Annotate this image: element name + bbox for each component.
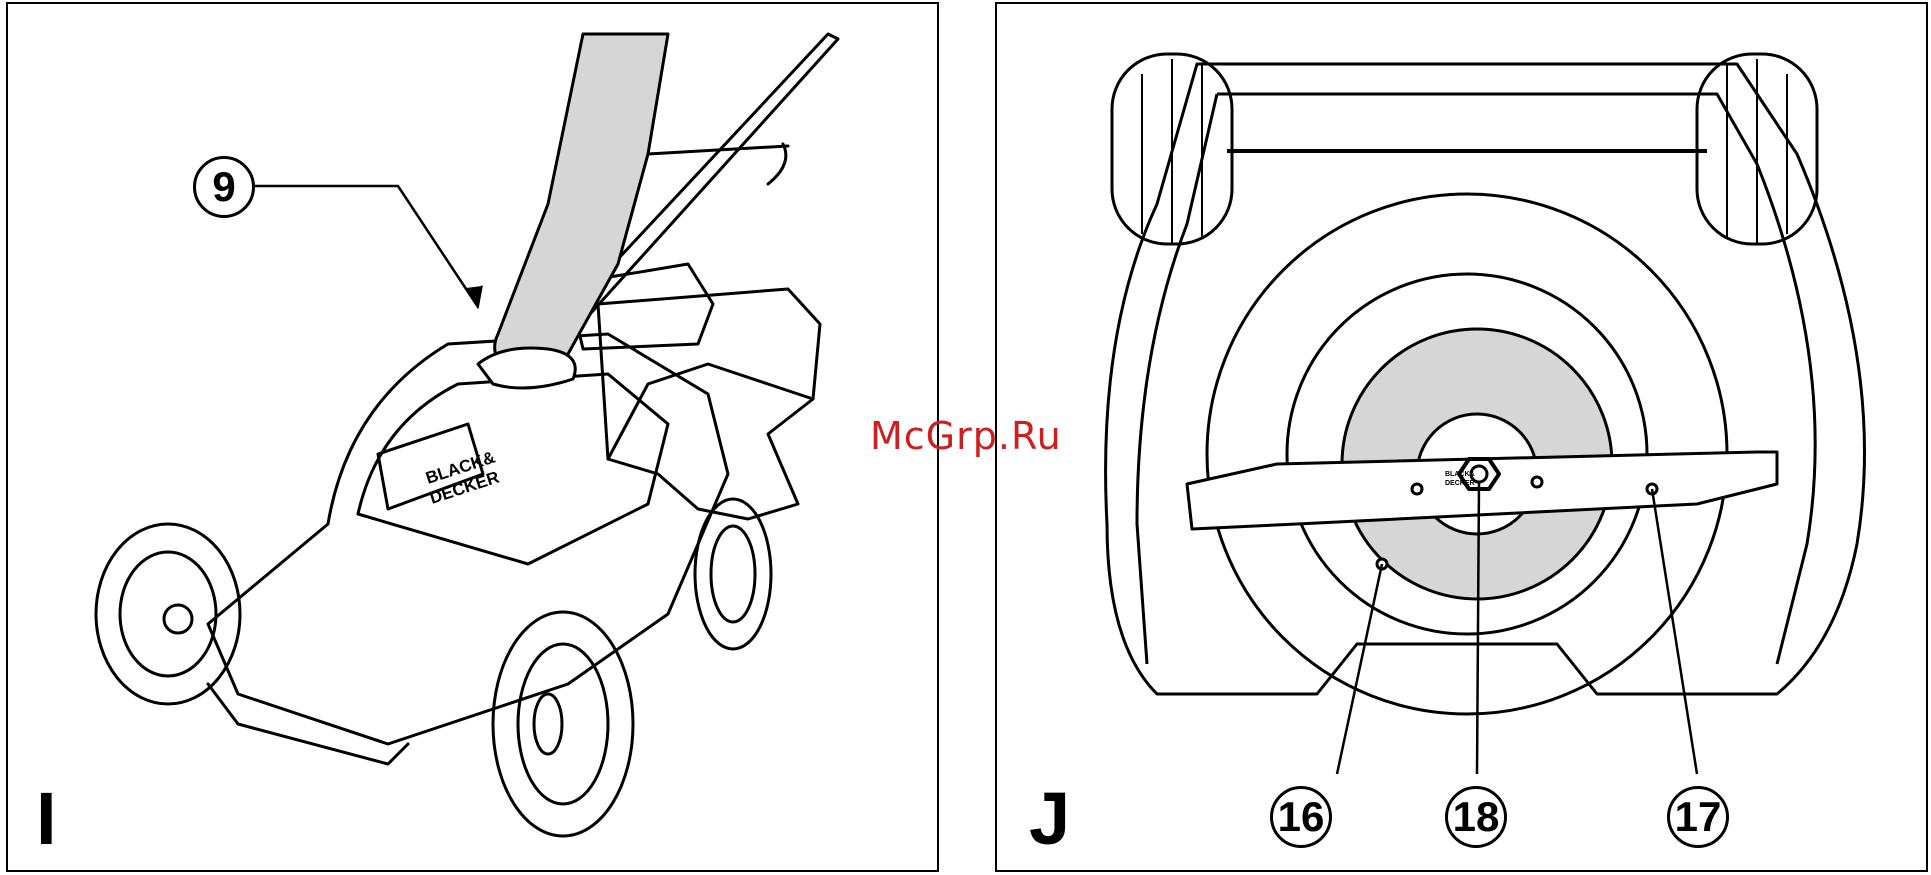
blade-logo-line2: DECKER <box>1445 480 1475 487</box>
leader-line-9 <box>254 186 476 304</box>
blade-logo-line1: BLACK& <box>1445 471 1475 478</box>
operator-arm <box>495 34 668 375</box>
mower-underside-illustration: BLACK& DECKER <box>997 4 1930 874</box>
callout-17: 17 <box>1667 786 1729 848</box>
rear-right-wheel <box>695 499 771 649</box>
callout-9: 9 <box>193 156 255 218</box>
figure-panel-i: BLACK& DECKER 9 I <box>6 2 939 872</box>
panel-label-i: I <box>36 782 57 856</box>
callout-16: 16 <box>1270 786 1332 848</box>
figure-panel-j: BLACK& DECKER 16 18 17 J <box>995 2 1928 872</box>
callout-18: 18 <box>1445 786 1507 848</box>
operator-hand <box>478 348 575 388</box>
leader-line-16 <box>1337 564 1382 774</box>
lawnmower-illustration: BLACK& DECKER <box>8 4 941 874</box>
watermark: McGrp.Ru <box>870 414 1062 458</box>
panel-label-j: J <box>1029 782 1070 856</box>
mower-body <box>208 334 728 744</box>
